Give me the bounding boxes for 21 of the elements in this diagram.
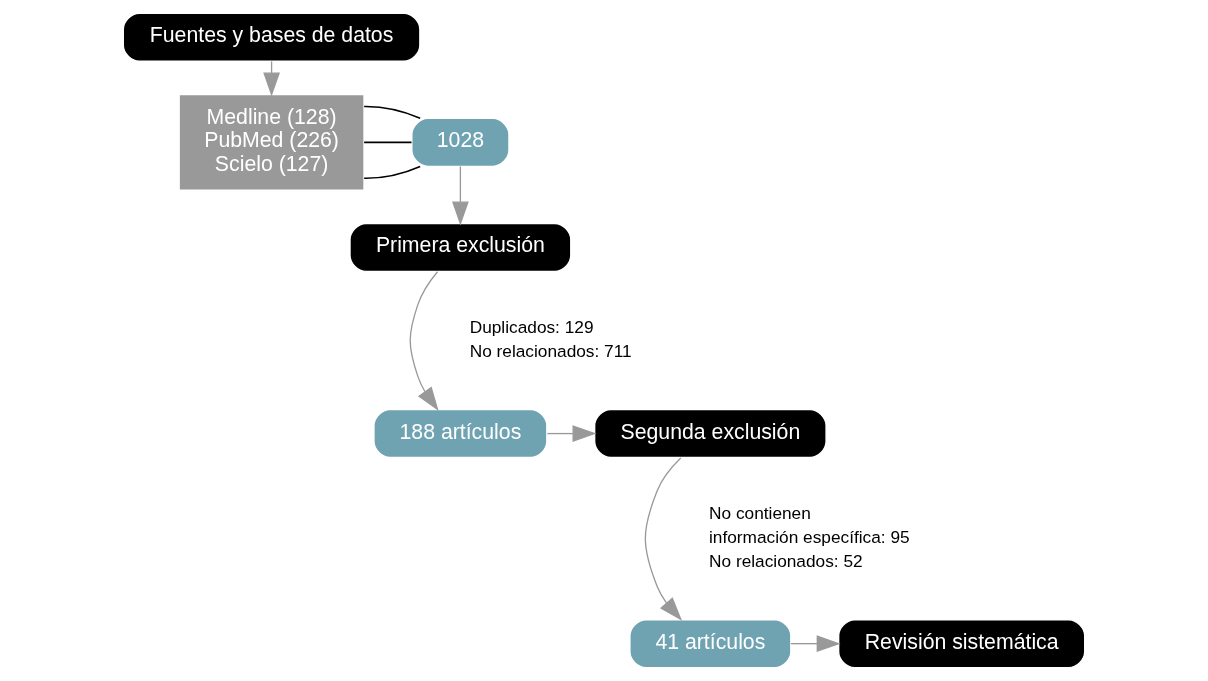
arrow — [452, 165, 469, 226]
arrow — [546, 425, 597, 442]
node-box: Medline (128) PubMed (226) Scielo (127) — [178, 93, 365, 191]
node-box: 1028 — [411, 117, 510, 167]
node-box: 41 artículos — [629, 619, 792, 669]
connector — [363, 165, 421, 180]
node-box: 188 artículos — [373, 408, 548, 459]
arrow — [644, 457, 683, 621]
label: Duplicados: 129 — [469, 317, 594, 338]
node-box: Segunda exclusión — [594, 408, 827, 459]
arrow — [409, 271, 439, 411]
node-box: Fuentes y bases de datos — [122, 12, 421, 62]
connector — [363, 105, 421, 120]
node-box: Primera exclusión — [349, 222, 572, 273]
node-box: Revisión sistemática — [838, 619, 1086, 669]
label: No relacionados: 711 — [469, 340, 632, 361]
arrow — [790, 635, 841, 653]
connector — [363, 141, 413, 144]
label: No contienen — [709, 503, 811, 524]
label: información específica: 95 — [709, 527, 910, 548]
label: No relacionados: 52 — [709, 551, 863, 572]
